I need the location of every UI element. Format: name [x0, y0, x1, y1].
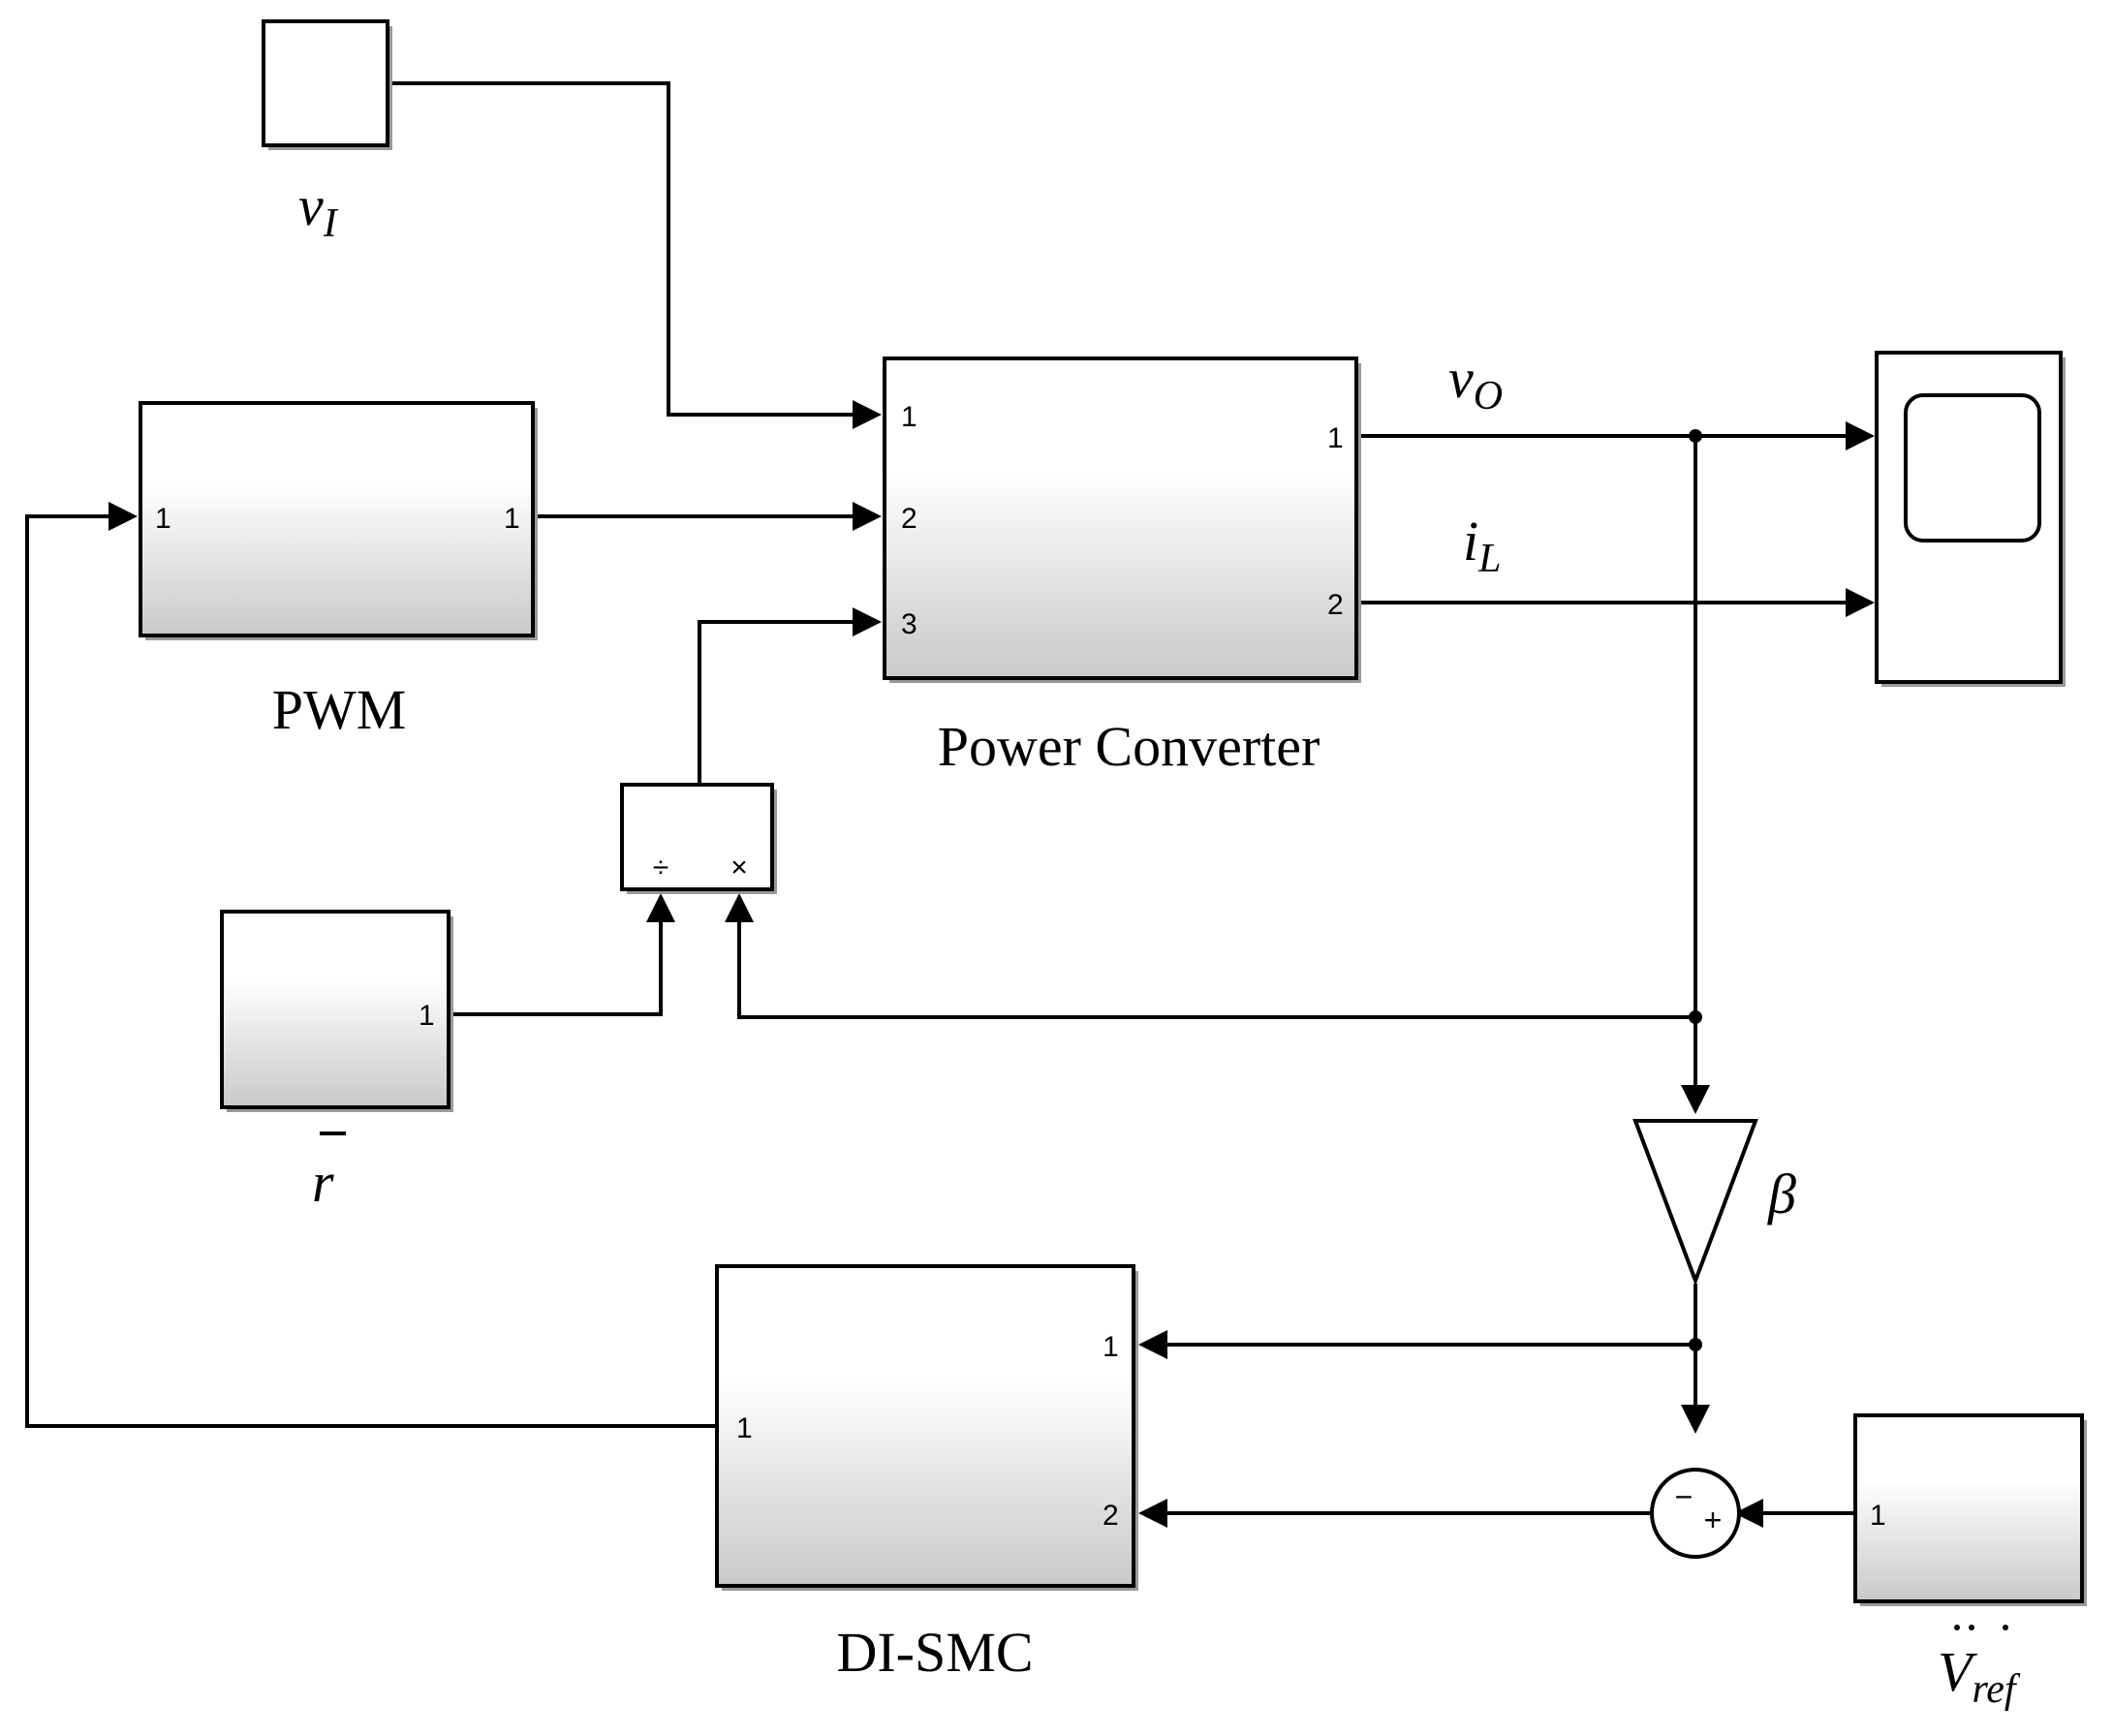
- rbar-label: r: [312, 1151, 334, 1214]
- junction-vo-top: [1689, 429, 1702, 443]
- converter-in-port-1: 1: [901, 401, 917, 433]
- divide-port-mul: ×: [730, 852, 748, 884]
- arrowhead-scope-in1: [1846, 421, 1875, 450]
- rbar-label-group: r: [312, 1132, 346, 1214]
- converter-in-port-3: 3: [901, 608, 917, 640]
- arrowhead-scope-in2: [1846, 588, 1875, 617]
- vref-block[interactable]: 1: [1853, 1413, 2087, 1606]
- scope-block[interactable]: [1875, 351, 2066, 687]
- divide-port-div: ÷: [653, 852, 668, 884]
- vref-dot-3: [2003, 1625, 2008, 1630]
- wire-rbar-to-divide[interactable]: [453, 922, 663, 1016]
- di-smc-label: DI-SMC: [836, 1621, 1033, 1684]
- vref-label: Vref: [1938, 1640, 2021, 1712]
- scope-screen-icon: [1904, 393, 2041, 542]
- wire-vi-to-converter[interactable]: [392, 81, 853, 417]
- wire-smc-to-pwm[interactable]: [25, 514, 717, 1428]
- smc-in-port-2: 2: [1103, 1500, 1119, 1532]
- gain-block[interactable]: [1632, 1119, 1758, 1286]
- pwm-label: PWM: [272, 678, 407, 741]
- vref-dot-2: [1969, 1625, 1974, 1630]
- vo-signal-label: vO: [1448, 347, 1503, 418]
- vi-label: vI: [298, 174, 339, 246]
- arrowhead-converter-in1: [853, 400, 882, 429]
- power-converter-label: Power Converter: [938, 715, 1321, 778]
- arrowhead-pwm-in: [109, 502, 138, 531]
- arrowhead-smc-in2: [1138, 1499, 1167, 1528]
- vref-label-group: Vref: [1938, 1625, 2021, 1712]
- pwm-block[interactable]: 1 1: [139, 401, 538, 640]
- vref-out-port: 1: [1870, 1500, 1886, 1532]
- arrowhead-smc-in1: [1138, 1330, 1167, 1359]
- junction-vo-divide: [1689, 1010, 1702, 1024]
- rbar-block[interactable]: 1: [220, 910, 453, 1112]
- wire-divide-to-converter[interactable]: [698, 620, 853, 785]
- pwm-in-port-label: 1: [155, 503, 171, 535]
- arrowhead-converter-in2: [853, 502, 882, 531]
- arrowhead-converter-in3: [853, 607, 882, 636]
- sum-plus-sign: +: [1704, 1503, 1723, 1537]
- smc-in-port-1: 1: [1103, 1331, 1119, 1363]
- sum-block[interactable]: − +: [1650, 1468, 1741, 1559]
- arrowhead-sum-plus: [1734, 1499, 1763, 1528]
- rbar-out-port: 1: [419, 1000, 435, 1032]
- converter-out-port-2: 2: [1327, 589, 1344, 621]
- power-converter-block[interactable]: 1 2 3 1 2: [883, 356, 1361, 683]
- wires: [25, 81, 1875, 1528]
- il-signal-label: iL: [1463, 510, 1501, 581]
- di-smc-block[interactable]: 1 1 2: [715, 1264, 1138, 1591]
- converter-in-port-2: 2: [901, 503, 917, 535]
- arrowhead-sum-minus: [1681, 1405, 1710, 1434]
- divide-block[interactable]: ÷ ×: [620, 783, 777, 894]
- arrowhead-divide-div: [646, 893, 675, 922]
- vref-dot-1: [1954, 1625, 1960, 1630]
- sum-minus-sign: −: [1675, 1479, 1694, 1514]
- vi-source-block[interactable]: [262, 19, 392, 150]
- arrowhead-gain-in: [1681, 1085, 1710, 1114]
- pwm-out-port-label: 1: [504, 503, 520, 535]
- wire-vo-to-divide[interactable]: [737, 922, 1695, 1019]
- arrowhead-divide-x: [725, 893, 754, 922]
- converter-out-port-1: 1: [1327, 422, 1344, 454]
- gain-label: β: [1767, 1162, 1796, 1225]
- smc-out-port: 1: [736, 1412, 753, 1444]
